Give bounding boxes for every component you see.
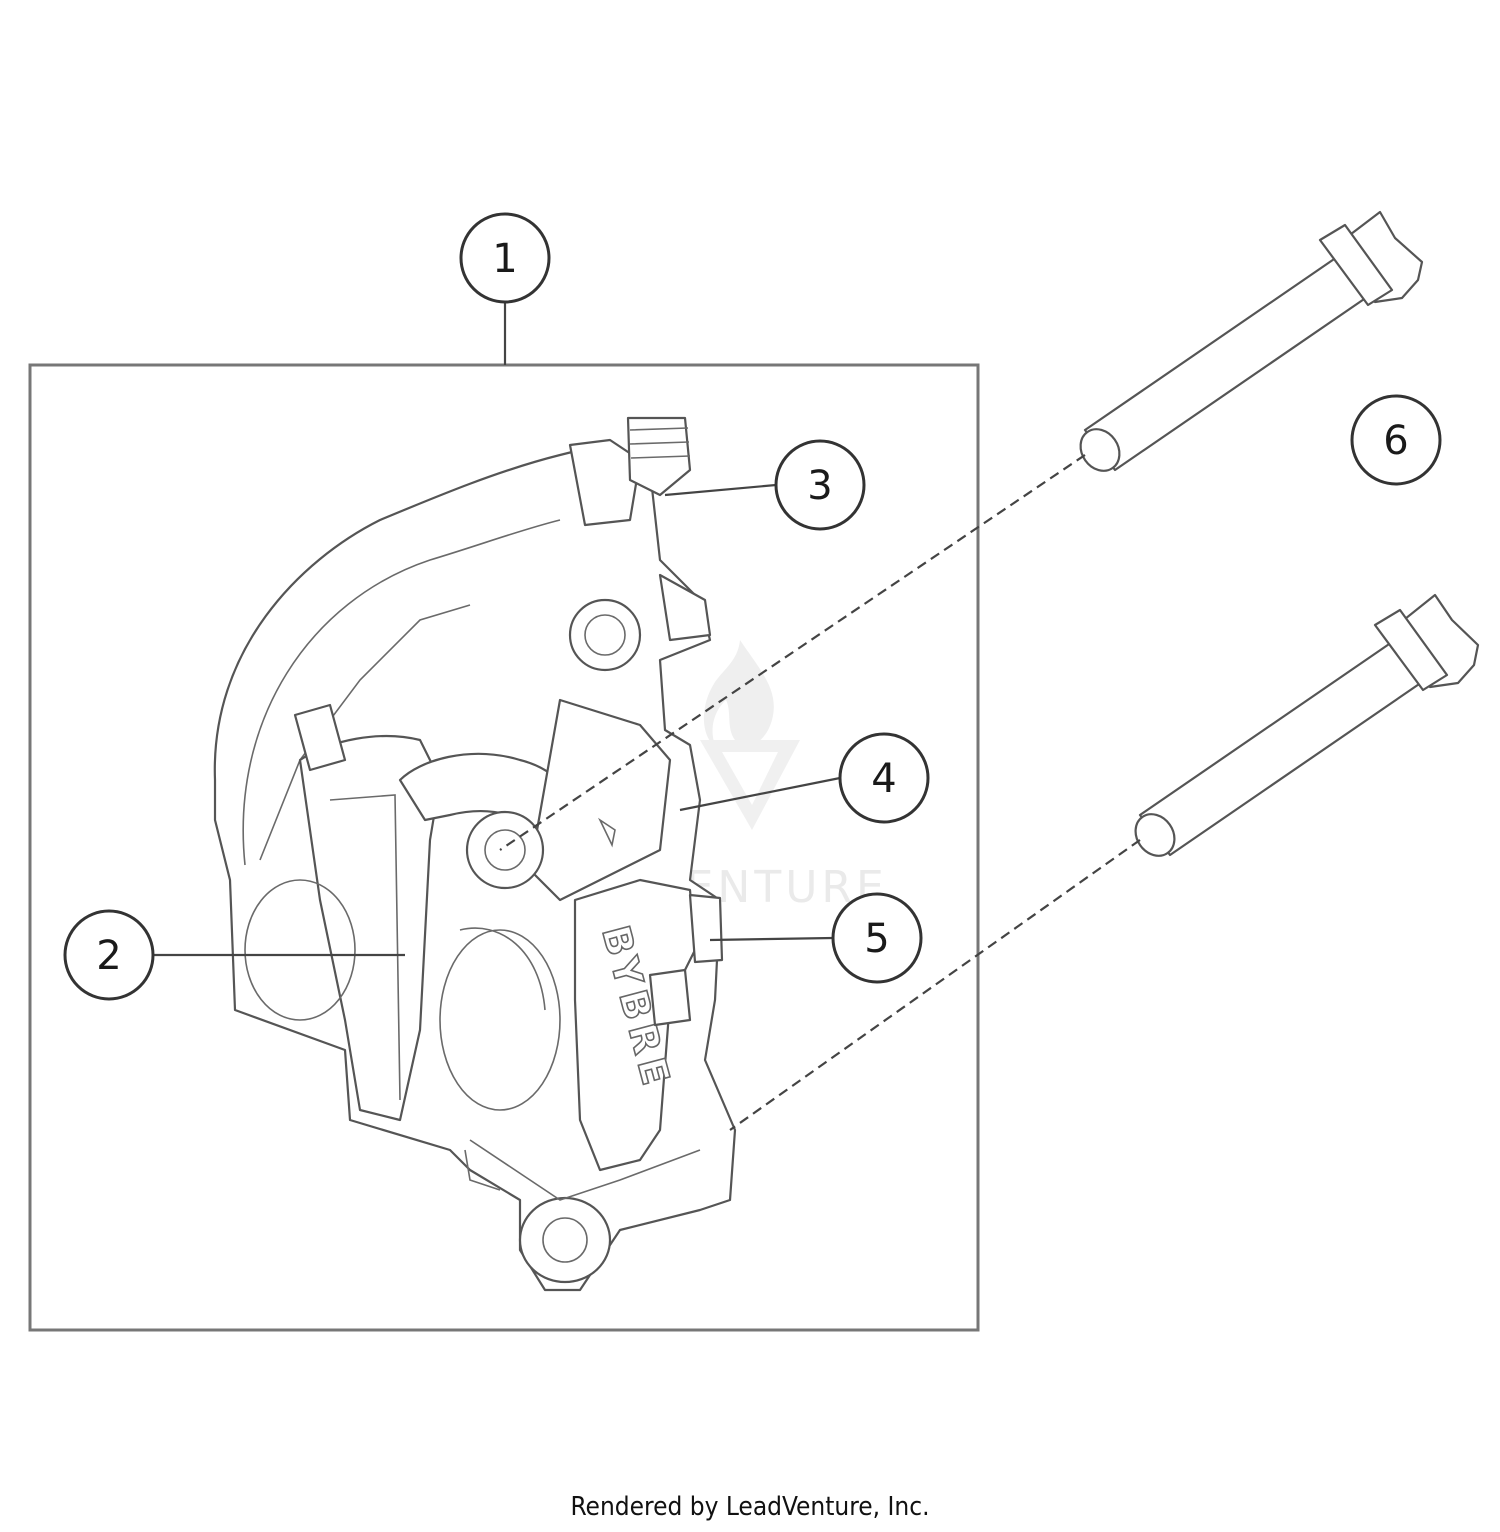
callout-4: 4	[838, 732, 930, 824]
leader-3	[664, 483, 777, 497]
callout-6: 6	[1350, 394, 1442, 486]
callout-5-label: 5	[864, 916, 889, 962]
leader-4	[679, 776, 841, 812]
leader-5	[709, 936, 834, 942]
bolt-upper	[1079, 210, 1424, 472]
v-logo-icon	[700, 740, 800, 830]
callout-3: 3	[774, 439, 866, 531]
brake-caliper: BYBRE	[213, 416, 737, 1292]
footer-credit: Rendered by LeadVenture, Inc.	[570, 1492, 930, 1522]
bolt-lower	[1134, 593, 1480, 857]
bolt-axis-upper	[499, 454, 1086, 851]
callout-1: 1	[459, 212, 551, 304]
flame-icon	[703, 640, 774, 748]
callout-5: 5	[831, 892, 923, 984]
callout-4-label: 4	[871, 756, 896, 802]
callout-3-label: 3	[807, 463, 832, 509]
callout-2-label: 2	[96, 933, 121, 979]
callout-1-label: 1	[492, 236, 517, 282]
callout-6-label: 6	[1383, 418, 1408, 464]
callout-2: 2	[63, 909, 155, 1001]
bolt-axis-lower	[729, 839, 1141, 1131]
